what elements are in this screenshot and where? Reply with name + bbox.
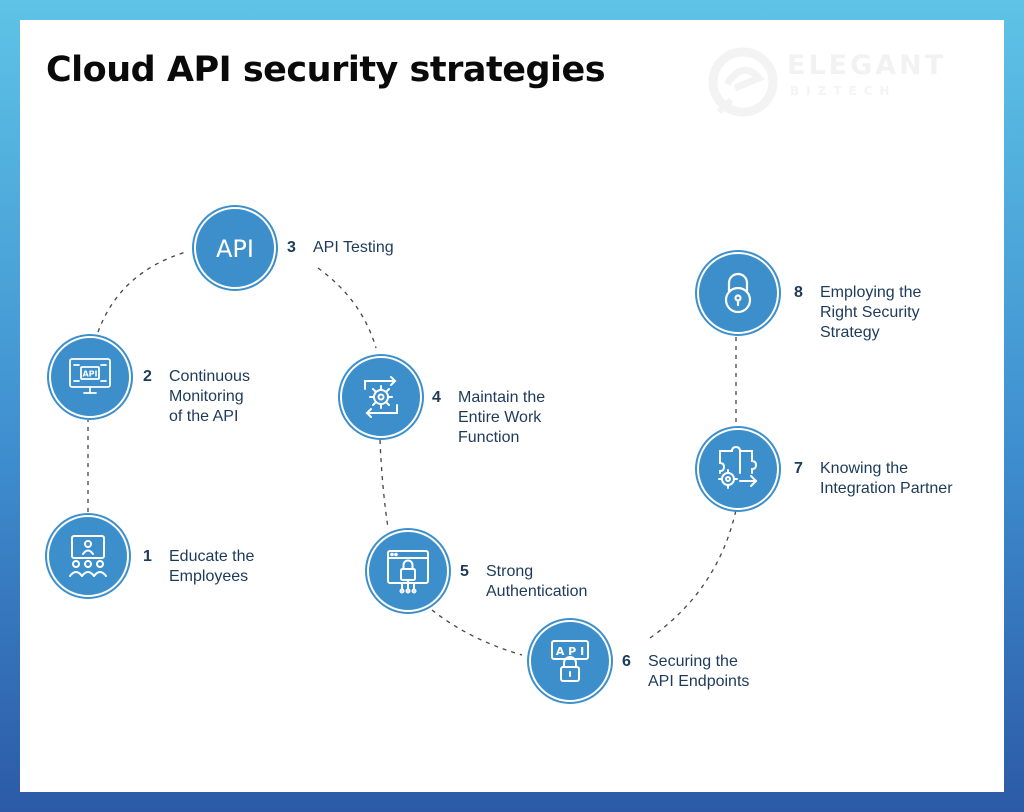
step-title: Employing the Right Security Strategy (820, 284, 922, 341)
step-3-label: 3 API Testing (287, 238, 394, 258)
svg-text:A P I: A P I (556, 645, 584, 658)
step-number: 3 (287, 239, 296, 256)
step-6-label: 6 Securing the API Endpoints (622, 652, 749, 692)
page-title: Cloud API security strategies (46, 50, 606, 90)
step-4-node (340, 356, 422, 438)
browser-lock-icon (387, 550, 429, 594)
step-title: API Testing (313, 239, 394, 256)
padlock-icon (724, 272, 752, 314)
logo-mark-icon (708, 47, 778, 117)
svg-text:API: API (216, 235, 254, 263)
infographic-card (20, 20, 1004, 792)
step-3-node: API (194, 207, 276, 289)
logo-name: ELEGANT (787, 50, 947, 81)
step-6-node: A P I (529, 620, 611, 702)
step-2-label: 2 Continuous Monitoring of the API (143, 367, 250, 427)
step-8-label: 8 Employing the Right Security Strategy (794, 283, 921, 343)
step-number: 8 (794, 284, 803, 301)
brand-logo: ELEGANT BIZTECH (705, 42, 965, 122)
step-5-label: 5 Strong Authentication (460, 562, 587, 602)
step-8-node (697, 252, 779, 334)
step-number: 5 (460, 563, 469, 580)
step-5-node (367, 530, 449, 612)
api-monitor-icon: API (69, 358, 111, 394)
api-icon: API (216, 235, 254, 263)
api-lock-icon: A P I (551, 640, 589, 682)
step-4-label: 4 Maintain the Entire Work Function (432, 388, 545, 448)
logo-subtitle: BIZTECH (790, 84, 897, 98)
step-title: Securing the API Endpoints (648, 653, 750, 690)
connector-6-7 (649, 509, 737, 639)
step-title: Strong Authentication (486, 563, 588, 600)
step-1-label: 1 Educate the Employees (143, 547, 254, 587)
step-title: Continuous Monitoring of the API (169, 368, 250, 425)
step-title: Knowing the Integration Partner (820, 460, 953, 497)
connector-2-3 (97, 251, 187, 333)
step-1-node (47, 515, 129, 597)
connector-5-6 (431, 609, 523, 656)
connector-3-4 (317, 267, 377, 349)
step-number: 1 (143, 548, 152, 565)
step-title: Maintain the Entire Work Function (458, 389, 546, 446)
puzzle-gear-icon (718, 445, 758, 489)
step-number: 7 (794, 460, 803, 477)
step-number: 2 (143, 368, 152, 385)
step-title: Educate the Employees (169, 548, 255, 585)
svg-text:API: API (82, 370, 97, 379)
gear-cycle-icon (364, 376, 398, 418)
connector-4-5 (379, 439, 389, 529)
step-number: 4 (432, 389, 441, 406)
step-7-label: 7 Knowing the Integration Partner (794, 459, 953, 499)
step-2-node: API (49, 336, 131, 418)
presentation-icon (69, 535, 107, 577)
step-number: 6 (622, 653, 631, 670)
step-7-node (697, 428, 779, 510)
